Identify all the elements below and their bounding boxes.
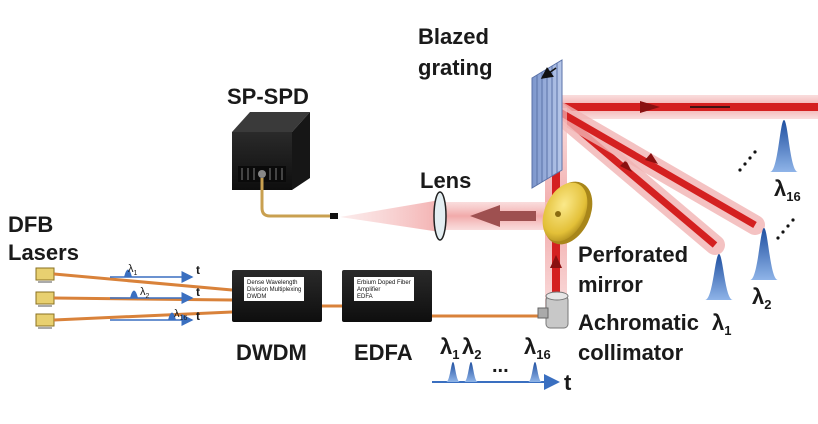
- edfa-box-text-3: EDFA: [357, 294, 373, 300]
- mirror-label-line2: mirror: [578, 272, 643, 297]
- edfa-box-text-1: Erbium Doped Fiber: [357, 280, 411, 286]
- fiber-connector: [330, 213, 338, 219]
- train-dots: ...: [492, 355, 509, 377]
- lens-label: Lens: [420, 168, 471, 193]
- trace-axis-1: [110, 269, 194, 283]
- dwdm-box-text-1: Dense Wavelength: [247, 280, 297, 286]
- diffracted-beam-2: [543, 98, 765, 235]
- fiber-1: [53, 272, 233, 292]
- lens: [433, 191, 447, 241]
- grating-label-line1: Blazed: [418, 24, 489, 49]
- trace-3-lambda: λ16: [174, 308, 187, 322]
- diffracted-lambda16: λ16: [774, 176, 801, 204]
- detector-label: SP-SPD: [227, 84, 309, 109]
- detector-fiber: [260, 178, 338, 218]
- grating-label-line2: grating: [418, 55, 493, 80]
- train-lambda2: λ2: [462, 334, 481, 362]
- collimator-label-line2: collimator: [578, 340, 684, 365]
- diffracted-lambda1: λ1: [712, 310, 731, 338]
- edfa-box-text-2: Amplifier: [357, 287, 380, 293]
- dfb-laser-3: [35, 313, 55, 329]
- lasers-label-line1: DFB: [8, 212, 53, 237]
- pulse-train-axis: [432, 362, 560, 390]
- edfa-box: [342, 270, 432, 322]
- mirror-label-line1: Perforated: [578, 242, 688, 267]
- edfa-label: EDFA: [354, 340, 413, 365]
- trace-2-t: t: [196, 285, 200, 299]
- focusing-cone: [340, 200, 440, 232]
- dwdm-box: [232, 270, 322, 322]
- trace-axis-2: [110, 290, 194, 304]
- dfb-laser-2: [35, 291, 55, 307]
- ellipsis-dots-upper: [738, 150, 757, 172]
- fiber-2: [53, 296, 233, 302]
- pulse-lambda16: [770, 120, 798, 172]
- pulse-lambda1: [705, 254, 733, 300]
- fiber-3: [53, 310, 233, 322]
- trace-1-lambda: λ1: [128, 263, 138, 277]
- trace-3-t: t: [196, 309, 200, 323]
- train-lambda1: λ1: [440, 334, 459, 362]
- sp-spd-detector: [232, 112, 310, 190]
- pulse-lambda2: [750, 228, 778, 280]
- trace-2-lambda: λ2: [140, 286, 150, 300]
- perforated-mirror: [542, 181, 593, 245]
- diffracted-lambda2: λ2: [752, 284, 771, 312]
- achromatic-collimator: [537, 291, 569, 329]
- incoming-beam: [548, 95, 818, 119]
- train-lambda16: λ16: [524, 334, 551, 362]
- dwdm-box-text-2: Division Multiplexing: [247, 287, 301, 293]
- dwdm-label: DWDM: [236, 340, 307, 365]
- trace-axis-3: [110, 312, 194, 326]
- dwdm-box-text-3: DWDM: [247, 294, 266, 300]
- lasers-label-line2: Lasers: [8, 240, 79, 265]
- train-t: t: [564, 370, 572, 395]
- ellipsis-dots-lower: [776, 218, 795, 240]
- collimator-label-line1: Achromatic: [578, 310, 699, 335]
- return-beam: [440, 202, 560, 230]
- blazed-grating: [531, 59, 563, 189]
- dfb-laser-1: [35, 267, 55, 283]
- trace-1-t: t: [196, 263, 200, 277]
